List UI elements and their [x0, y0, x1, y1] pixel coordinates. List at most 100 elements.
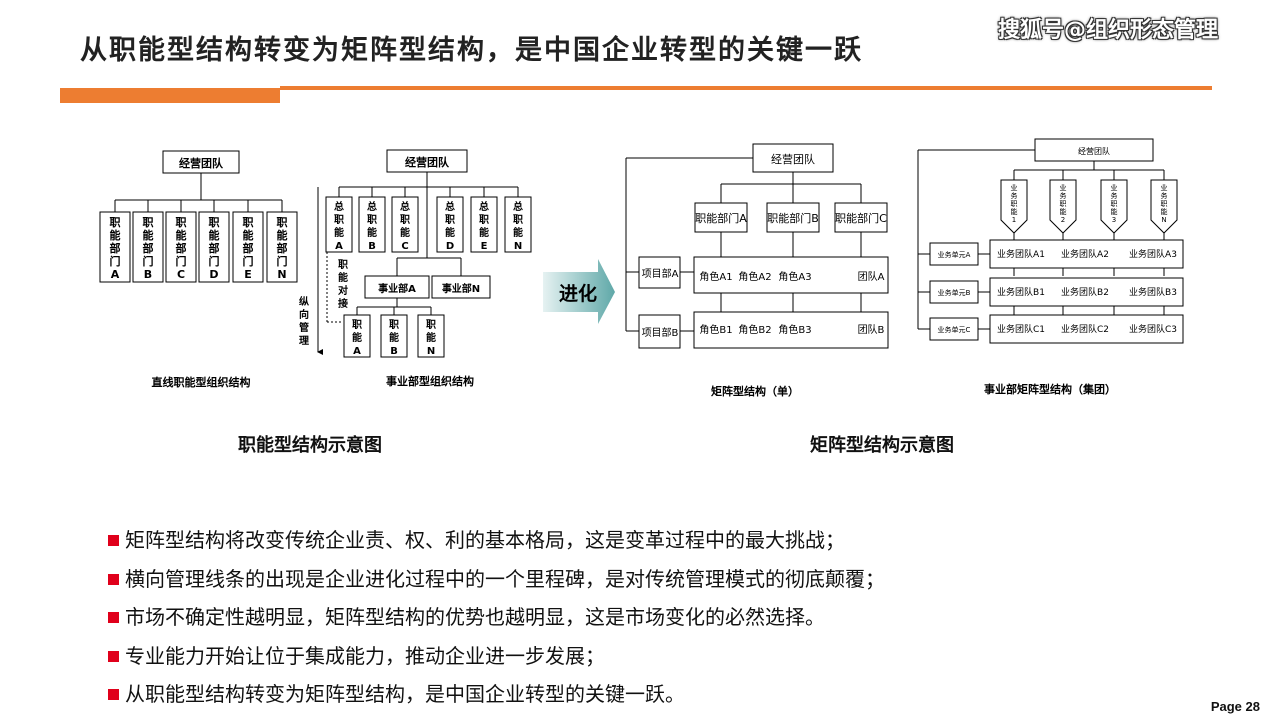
business-function-shield [1100, 179, 1128, 234]
functional-dept-label: 部 [243, 241, 254, 255]
general-function-box [504, 196, 532, 253]
general-function-label: 能 [334, 226, 344, 239]
functional-dept-box [266, 211, 298, 283]
functional-dept-label: 部 [143, 241, 154, 255]
division-function-box [343, 314, 371, 358]
general-function-label: 能 [367, 226, 377, 239]
functional-structure-caption: 直线职能型组织结构 [152, 375, 251, 389]
top-team-label: 经营团队 [1078, 146, 1110, 156]
functional-dept-label: 能 [209, 228, 220, 242]
division-function-label: N [427, 346, 435, 357]
business-function-label: 1 [1012, 216, 1016, 224]
general-function-label: 职 [400, 214, 410, 226]
functional-dept-label: 职 [110, 216, 121, 229]
vertical-management-label: 管 [299, 321, 309, 334]
business-function-label: 业 [1011, 183, 1018, 192]
functional-dept-label: N [277, 268, 286, 281]
top-team-label: 经营团队 [771, 152, 815, 166]
general-function-label: 职 [445, 214, 455, 226]
title-underline [280, 86, 1212, 90]
business-function-label: 务 [1161, 191, 1168, 200]
division-function-box [380, 314, 408, 358]
general-function-label: D [446, 241, 454, 252]
business-team-row [989, 277, 1184, 307]
functional-dept-label: 职 [209, 216, 220, 229]
bullet-list: 矩阵型结构将改变传统企业责、权、利的基本格局，这是变革过程中的最大挑战； 横向管… [108, 527, 885, 720]
business-function-label: 能 [1060, 207, 1067, 216]
bullet-item: 从职能型结构转变为矩阵型结构，是中国企业转型的关键一跃。 [108, 681, 885, 720]
top-team-label: 经营团队 [405, 155, 450, 169]
general-function-box [391, 196, 419, 253]
team-label: 团队B [858, 323, 885, 336]
division-function-label: A [353, 346, 361, 357]
top-team-label: 经营团队 [179, 156, 224, 170]
general-function-label: 总 [445, 200, 455, 213]
bullet-square-icon [108, 535, 119, 546]
division-box [431, 275, 491, 299]
functional-dept-label: 能 [243, 228, 254, 242]
business-function-label: N [1161, 216, 1166, 224]
business-team-label: 业务团队A2 [1061, 248, 1109, 260]
functional-dept-label: 门 [277, 254, 288, 268]
project-dept-box [638, 314, 681, 349]
project-dept-label: 项目部A [642, 267, 679, 280]
general-function-box [436, 196, 464, 253]
division-function-label: 职 [352, 319, 362, 331]
functional-dept-label: 门 [243, 254, 254, 268]
business-team-label: 业务团队C1 [997, 323, 1045, 335]
bullet-item: 横向管理线条的出现是企业进化过程中的一个里程碑，是对传统管理模式的彻底颠覆； [108, 566, 885, 605]
evolution-label: 进化 [559, 282, 597, 305]
bullet-square-icon [108, 612, 119, 623]
role-label: 角色A2 [738, 270, 771, 283]
function-link-label: 接 [338, 297, 348, 310]
functional-dept-label: E [244, 268, 252, 281]
functional-dept-label: 部 [209, 241, 220, 255]
business-unit-label: 业务单元B [938, 288, 971, 297]
team-row-box [693, 311, 889, 349]
functional-dept-label: A [111, 268, 120, 281]
business-function-label: 业 [1060, 183, 1067, 192]
business-team-label: 业务团队C3 [1129, 323, 1177, 335]
org-structure-diagrams: 经营团队职能部门A职能部门B职能部门C职能部门D职能部门E职能部门N直线职能型组… [99, 138, 1184, 398]
divisional-structure-caption: 事业部型组织结构 [386, 374, 474, 388]
matrix-dept-box [766, 202, 820, 233]
functional-dept-label: 能 [143, 228, 154, 242]
functional-dept-label: 职 [277, 216, 288, 229]
business-function-label: 业 [1111, 183, 1118, 192]
bullet-item: 专业能力开始让位于集成能力，推动企业进一步发展； [108, 643, 885, 682]
bullet-square-icon [108, 689, 119, 700]
general-function-box [358, 196, 386, 253]
role-label: 角色B2 [738, 323, 771, 336]
watermark: 搜狐号@组织形态管理 [998, 18, 1219, 43]
business-function-shield [1049, 179, 1077, 234]
business-team-label: 业务团队A1 [997, 248, 1045, 260]
general-function-label: 总 [513, 200, 523, 213]
top-team-box [752, 143, 834, 173]
general-function-label: 能 [400, 226, 410, 239]
division-function-label: B [390, 346, 398, 357]
functional-dept-label: 职 [176, 216, 187, 229]
evolution-arrow-icon [543, 259, 615, 324]
general-function-box [325, 196, 353, 253]
business-team-label: 业务团队B1 [997, 286, 1045, 298]
title-accent-bar [60, 88, 280, 103]
business-function-label: 务 [1011, 191, 1018, 200]
group-matrix-caption: 事业部矩阵型结构（集团） [984, 382, 1116, 396]
general-function-label: 能 [513, 226, 523, 239]
function-link-label: 对 [338, 284, 348, 297]
general-function-label: N [514, 241, 522, 252]
business-function-label: 能 [1111, 207, 1118, 216]
matrix-dept-label: 职能部门A [695, 211, 747, 225]
function-link-label: 职 [338, 259, 348, 271]
general-function-label: 职 [334, 214, 344, 226]
division-function-box [417, 314, 445, 358]
functional-dept-label: 门 [209, 254, 220, 268]
functional-dept-box [198, 211, 230, 283]
business-team-label: 业务团队B2 [1061, 286, 1109, 298]
general-function-label: A [335, 241, 343, 252]
bullet-item: 矩阵型结构将改变传统企业责、权、利的基本格局，这是变革过程中的最大挑战； [108, 527, 885, 566]
functional-dept-label: 门 [176, 254, 187, 268]
single-matrix-caption: 矩阵型结构（单） [711, 384, 799, 398]
business-function-label: 能 [1161, 207, 1168, 216]
general-function-label: 职 [479, 214, 489, 226]
